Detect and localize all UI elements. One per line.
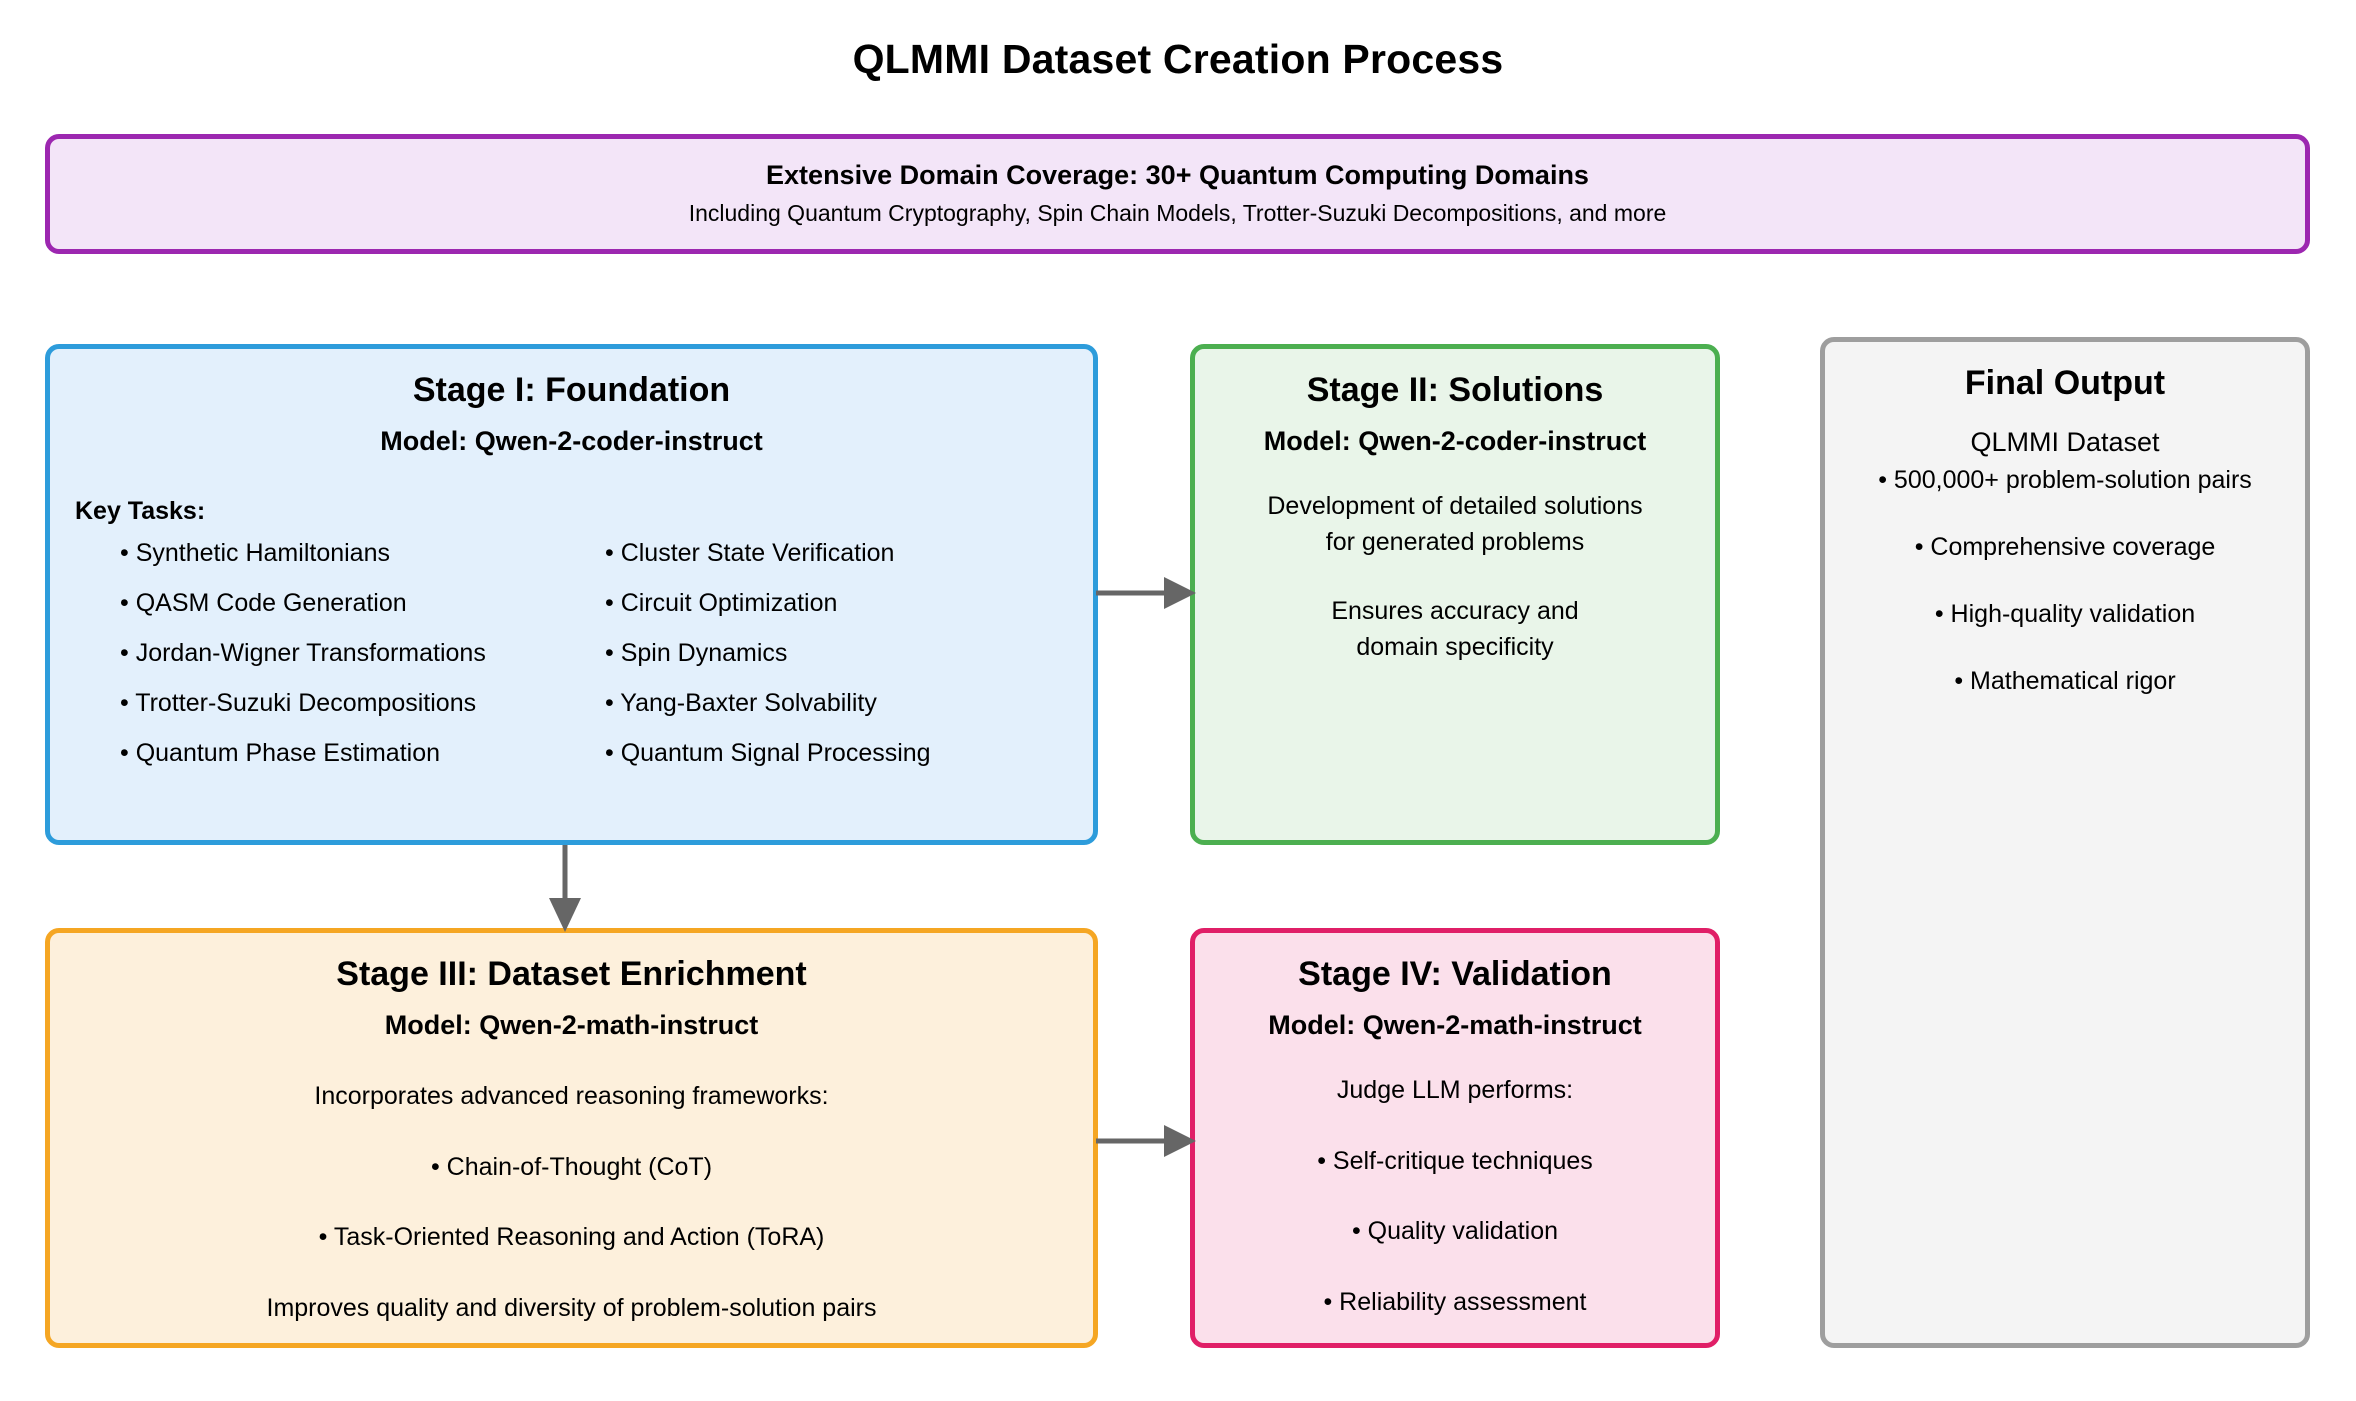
final-output-title: Final Output [1964, 364, 2166, 402]
task-item: • Quantum Signal Processing [605, 739, 931, 767]
stage-4-body: Judge LLM performs: • Self-critique tech… [1195, 1073, 1715, 1355]
arrow-stage1-to-stage3 [549, 845, 581, 932]
stage-3-body-line: • Chain-of-Thought (CoT) [430, 1152, 713, 1181]
stage-4-validation-box[interactable]: Stage IV: Validation Model: Qwen-2-math-… [1190, 928, 1720, 1348]
domain-coverage-banner: Extensive Domain Coverage: 30+ Quantum C… [45, 134, 2310, 254]
stage-2-body-line: Ensures accuracy and [1331, 597, 1579, 625]
stage-3-body-line: Improves quality and diversity of proble… [266, 1293, 877, 1322]
banner-title: Extensive Domain Coverage: 30+ Quantum C… [766, 159, 1589, 190]
stage-2-title: Stage II: Solutions [1306, 371, 1604, 409]
task-item: • QASM Code Generation [120, 589, 407, 617]
stage-4-model: Model: Qwen-2-math-instruct [1268, 1009, 1642, 1040]
stage-1-task-column-left: • Synthetic Hamiltonians • QASM Code Gen… [75, 541, 575, 791]
list-item: • Comprehensive coverage [1914, 533, 2216, 561]
stage-4-body-line: • Quality validation [1351, 1217, 1559, 1245]
stage-4-body-line: • Self-critique techniques [1317, 1146, 1593, 1175]
stage-4-body-line: • Reliability assessment [1323, 1287, 1587, 1316]
task-item: • Circuit Optimization [605, 589, 838, 617]
stage-4-title: Stage IV: Validation [1298, 955, 1612, 993]
final-output-subtitle: QLMMI Dataset [1970, 426, 2160, 457]
final-output-box[interactable]: Final Output QLMMI Dataset • 500,000+ pr… [1820, 337, 2310, 1348]
stage-2-spacer [1195, 560, 1715, 594]
stage-2-body-line: Development of detailed solutions [1267, 492, 1643, 520]
task-item: • Yang-Baxter Solvability [605, 689, 877, 717]
stage-1-foundation-box[interactable]: Stage I: Foundation Model: Qwen-2-coder-… [45, 344, 1098, 845]
arrow-stage3-to-stage4 [1096, 1125, 1196, 1157]
list-item: • Mathematical rigor [1954, 667, 2176, 695]
banner-subtitle: Including Quantum Cryptography, Spin Cha… [688, 199, 1667, 226]
stage-1-key-tasks-label: Key Tasks: [75, 497, 206, 525]
stage-2-body-line: domain specificity [1356, 632, 1554, 661]
task-item: • Quantum Phase Estimation [120, 739, 441, 767]
arrow-stage1-to-stage2 [1096, 577, 1196, 609]
list-item: • High-quality validation [1934, 600, 2196, 628]
stage-3-enrichment-box[interactable]: Stage III: Dataset Enrichment Model: Qwe… [45, 928, 1098, 1348]
stage-3-body-line: Incorporates advanced reasoning framewor… [314, 1082, 829, 1110]
stage-1-title: Stage I: Foundation [412, 371, 731, 409]
stage-3-model: Model: Qwen-2-math-instruct [384, 1009, 759, 1040]
stage-1-task-column-right: • Cluster State Verification • Circuit O… [575, 541, 1075, 791]
task-item: • Jordan-Wigner Transformations [120, 639, 486, 667]
stage-2-model: Model: Qwen-2-coder-instruct [1263, 425, 1647, 456]
stage-2-body: Development of detailed solutions for ge… [1195, 489, 1715, 665]
list-item: • 500,000+ problem-solution pairs [1878, 466, 2252, 494]
stage-3-title: Stage III: Dataset Enrichment [336, 955, 807, 993]
task-item: • Spin Dynamics [605, 639, 788, 667]
stage-3-body: Incorporates advanced reasoning framewor… [50, 1079, 1093, 1361]
stage-4-body-line: Judge LLM performs: [1336, 1076, 1574, 1104]
stage-2-body-line: for generated problems [1325, 527, 1585, 556]
task-item: • Cluster State Verification [605, 539, 895, 567]
page-title: QLMMI Dataset Creation Process [852, 36, 1504, 82]
stage-3-body-line: • Task-Oriented Reasoning and Action (To… [318, 1223, 825, 1251]
stage-2-solutions-box[interactable]: Stage II: Solutions Model: Qwen-2-coder-… [1190, 344, 1720, 845]
final-output-list: • 500,000+ problem-solution pairs • Comp… [1825, 468, 2305, 736]
stage-1-task-columns: • Synthetic Hamiltonians • QASM Code Gen… [75, 541, 1075, 791]
task-item: • Synthetic Hamiltonians [120, 539, 390, 567]
stage-1-model: Model: Qwen-2-coder-instruct [380, 425, 763, 456]
task-item: • Trotter-Suzuki Decompositions [120, 689, 477, 717]
